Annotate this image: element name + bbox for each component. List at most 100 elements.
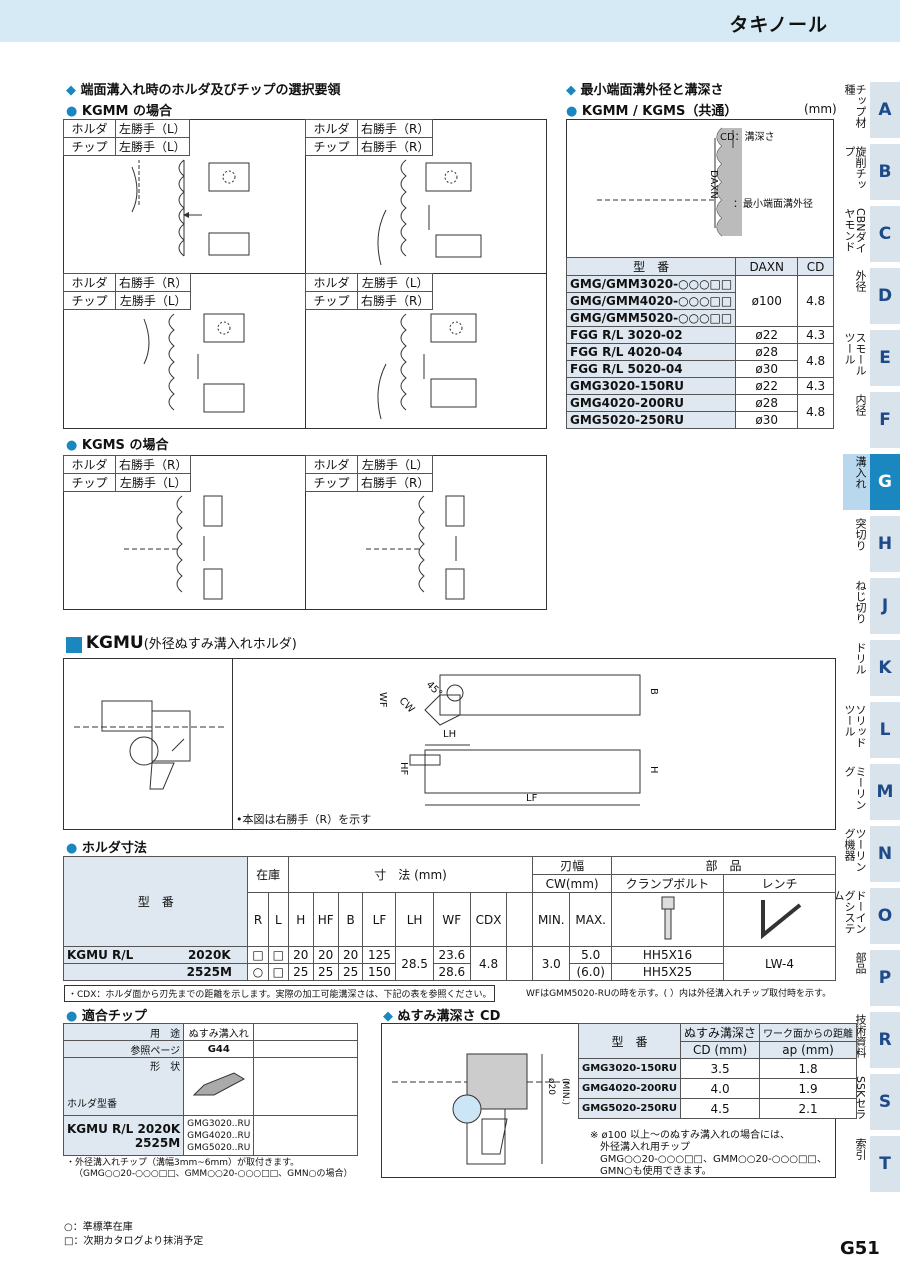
nav-item-letter: J xyxy=(870,578,900,634)
tip-shape-icon xyxy=(183,1057,255,1116)
kgms-heading: ● KGMS の場合 xyxy=(66,438,169,453)
mindiam-subheading: ● KGMM / KGMS（共通） xyxy=(566,104,738,119)
kgmm-heading: ● KGMM の場合 xyxy=(66,104,173,119)
nav-item-letter: M xyxy=(870,764,900,820)
kgmu-work-drawing xyxy=(74,700,224,790)
dim-h: H xyxy=(648,766,659,774)
diamond-bullet-icon: ◆ xyxy=(383,1009,393,1024)
nav-item-letter: L xyxy=(870,702,900,758)
kgmm-label-tl: ホルダ左勝手（L） チップ左勝手（L） xyxy=(63,119,190,156)
circle-bullet-icon: ● xyxy=(566,104,578,119)
mindiam-drawing xyxy=(597,127,742,237)
kgms-drawing-l xyxy=(124,495,223,600)
kgmm-label-bl: ホルダ右勝手（R） チップ左勝手（L） xyxy=(63,273,192,310)
holder-note-right: WFはGMM5020-RUの時を示す。( ）内は外径溝入れチップ取付時を示す。 xyxy=(526,989,832,999)
kgmu-holder-drawing xyxy=(409,674,641,806)
dim-lf: LF xyxy=(526,793,538,804)
dim-lh: LH xyxy=(443,729,457,740)
nav-item-label: ソリッドツール xyxy=(843,704,867,748)
kgmm-drawing-tr xyxy=(377,159,482,266)
legend-square: □：次期カタログより抹消予定 xyxy=(64,1236,204,1247)
cd-label: CD：溝深さ xyxy=(720,132,775,143)
dim-hf: HF xyxy=(398,762,409,776)
nav-item-letter: C xyxy=(870,206,900,262)
nav-item-label: ドリル xyxy=(854,642,867,675)
circle-bullet-icon: ● xyxy=(66,841,78,856)
nav-item-letter: S xyxy=(870,1074,900,1130)
diamond-bullet-icon: ◆ xyxy=(66,83,76,98)
square-bullet-icon xyxy=(66,636,82,653)
circle-bullet-icon: ● xyxy=(66,438,78,453)
tips-heading: ● 適合チップ xyxy=(66,1009,147,1024)
kgmm-label-br: ホルダ左勝手（L） チップ右勝手（R） xyxy=(305,273,434,310)
holder-note-left: ・CDX：ホルダ面から刃先までの距離を示します。実際の加工可能溝深さは、下記の表… xyxy=(64,985,496,1002)
nav-item-label: ツーリング機器 xyxy=(843,828,867,872)
header-band xyxy=(0,0,900,42)
holder-dims-heading: ● ホルダ寸法 xyxy=(66,841,147,856)
kgmu-heading: KGMU(外径ぬすみ溝入れホルダ) xyxy=(66,633,297,653)
wrench-icon xyxy=(723,892,836,947)
page-number: G51 xyxy=(840,1238,880,1259)
nav-item-letter: G xyxy=(870,454,900,510)
nav-item-letter: B xyxy=(870,144,900,200)
relief-table: 型 番ぬすみ溝深さワーク面からの距離 CD (mm)ap (mm) GMG302… xyxy=(577,1023,858,1119)
kgmu-note: •本図は右勝手（R）を示す xyxy=(236,813,372,826)
kgms-label-l: ホルダ右勝手（R） チップ左勝手（L） xyxy=(63,455,192,492)
nav-item-letter: A xyxy=(870,82,900,138)
nav-item-label: 旋削チップ xyxy=(843,146,867,190)
kgmm-drawing-bl xyxy=(143,313,245,413)
nav-item-s[interactable]: SSKセラミックS xyxy=(843,1074,900,1130)
nav-item-letter: T xyxy=(870,1136,900,1192)
nav-item-letter: F xyxy=(870,392,900,448)
nav-item-label: スモールツール xyxy=(843,332,867,376)
relief-note: ※ ø100 以上～のぬすみ溝入れの場合には、 外径溝入れ用チップ GMG○○2… xyxy=(590,1130,827,1177)
dim-b: B xyxy=(648,688,659,695)
relief-heading: ◆ ぬすみ溝深さ CD xyxy=(383,1009,501,1024)
nav-item-label: ねじ切り xyxy=(854,580,867,624)
relief-dim: ø20 xyxy=(546,1078,556,1095)
nav-item-letter: K xyxy=(870,640,900,696)
legend-circle: ○：準標準在庫 xyxy=(64,1222,133,1233)
nav-item-label: 溝入れ xyxy=(854,456,867,489)
holder-dims-table: 型 番 在庫 寸 法 (mm) 刃幅 部 品 CW(mm) クランプボルトレンチ… xyxy=(62,856,836,981)
nav-item-label: CBNダイヤモンド xyxy=(843,208,867,254)
circle-bullet-icon: ● xyxy=(66,104,78,119)
nav-item-label: ドーイングシステム xyxy=(832,890,867,934)
kgms-drawing-r xyxy=(366,495,465,600)
kgmm-drawing-tl xyxy=(131,159,250,257)
relief-drawing xyxy=(392,1053,572,1165)
nav-item-label: 技術資料 xyxy=(854,1014,867,1058)
nav-item-letter: D xyxy=(870,268,900,324)
nav-item-label: 部品 xyxy=(854,952,867,974)
nav-item-letter: N xyxy=(870,826,900,882)
nav-item-label: チップ材種 xyxy=(843,84,867,128)
kgmm-drawing-br xyxy=(377,313,477,420)
selection-heading: ◆ 端面溝入れ時のホルダ及びチップの選択要領 xyxy=(66,83,341,98)
nav-item-letter: O xyxy=(870,888,900,944)
nav-item-letter: R xyxy=(870,1012,900,1068)
mindiam-heading: ◆ 最小端面溝外径と溝深さ xyxy=(566,83,724,98)
nav-item-label: 外径 xyxy=(854,270,867,292)
tips-note-2: （GMG○○20-○○○□□、GMM○○20-○○○□□、GMN○の場合） xyxy=(74,1169,353,1179)
clamp-bolt-icon xyxy=(611,892,724,947)
circle-bullet-icon: ● xyxy=(66,1009,78,1024)
